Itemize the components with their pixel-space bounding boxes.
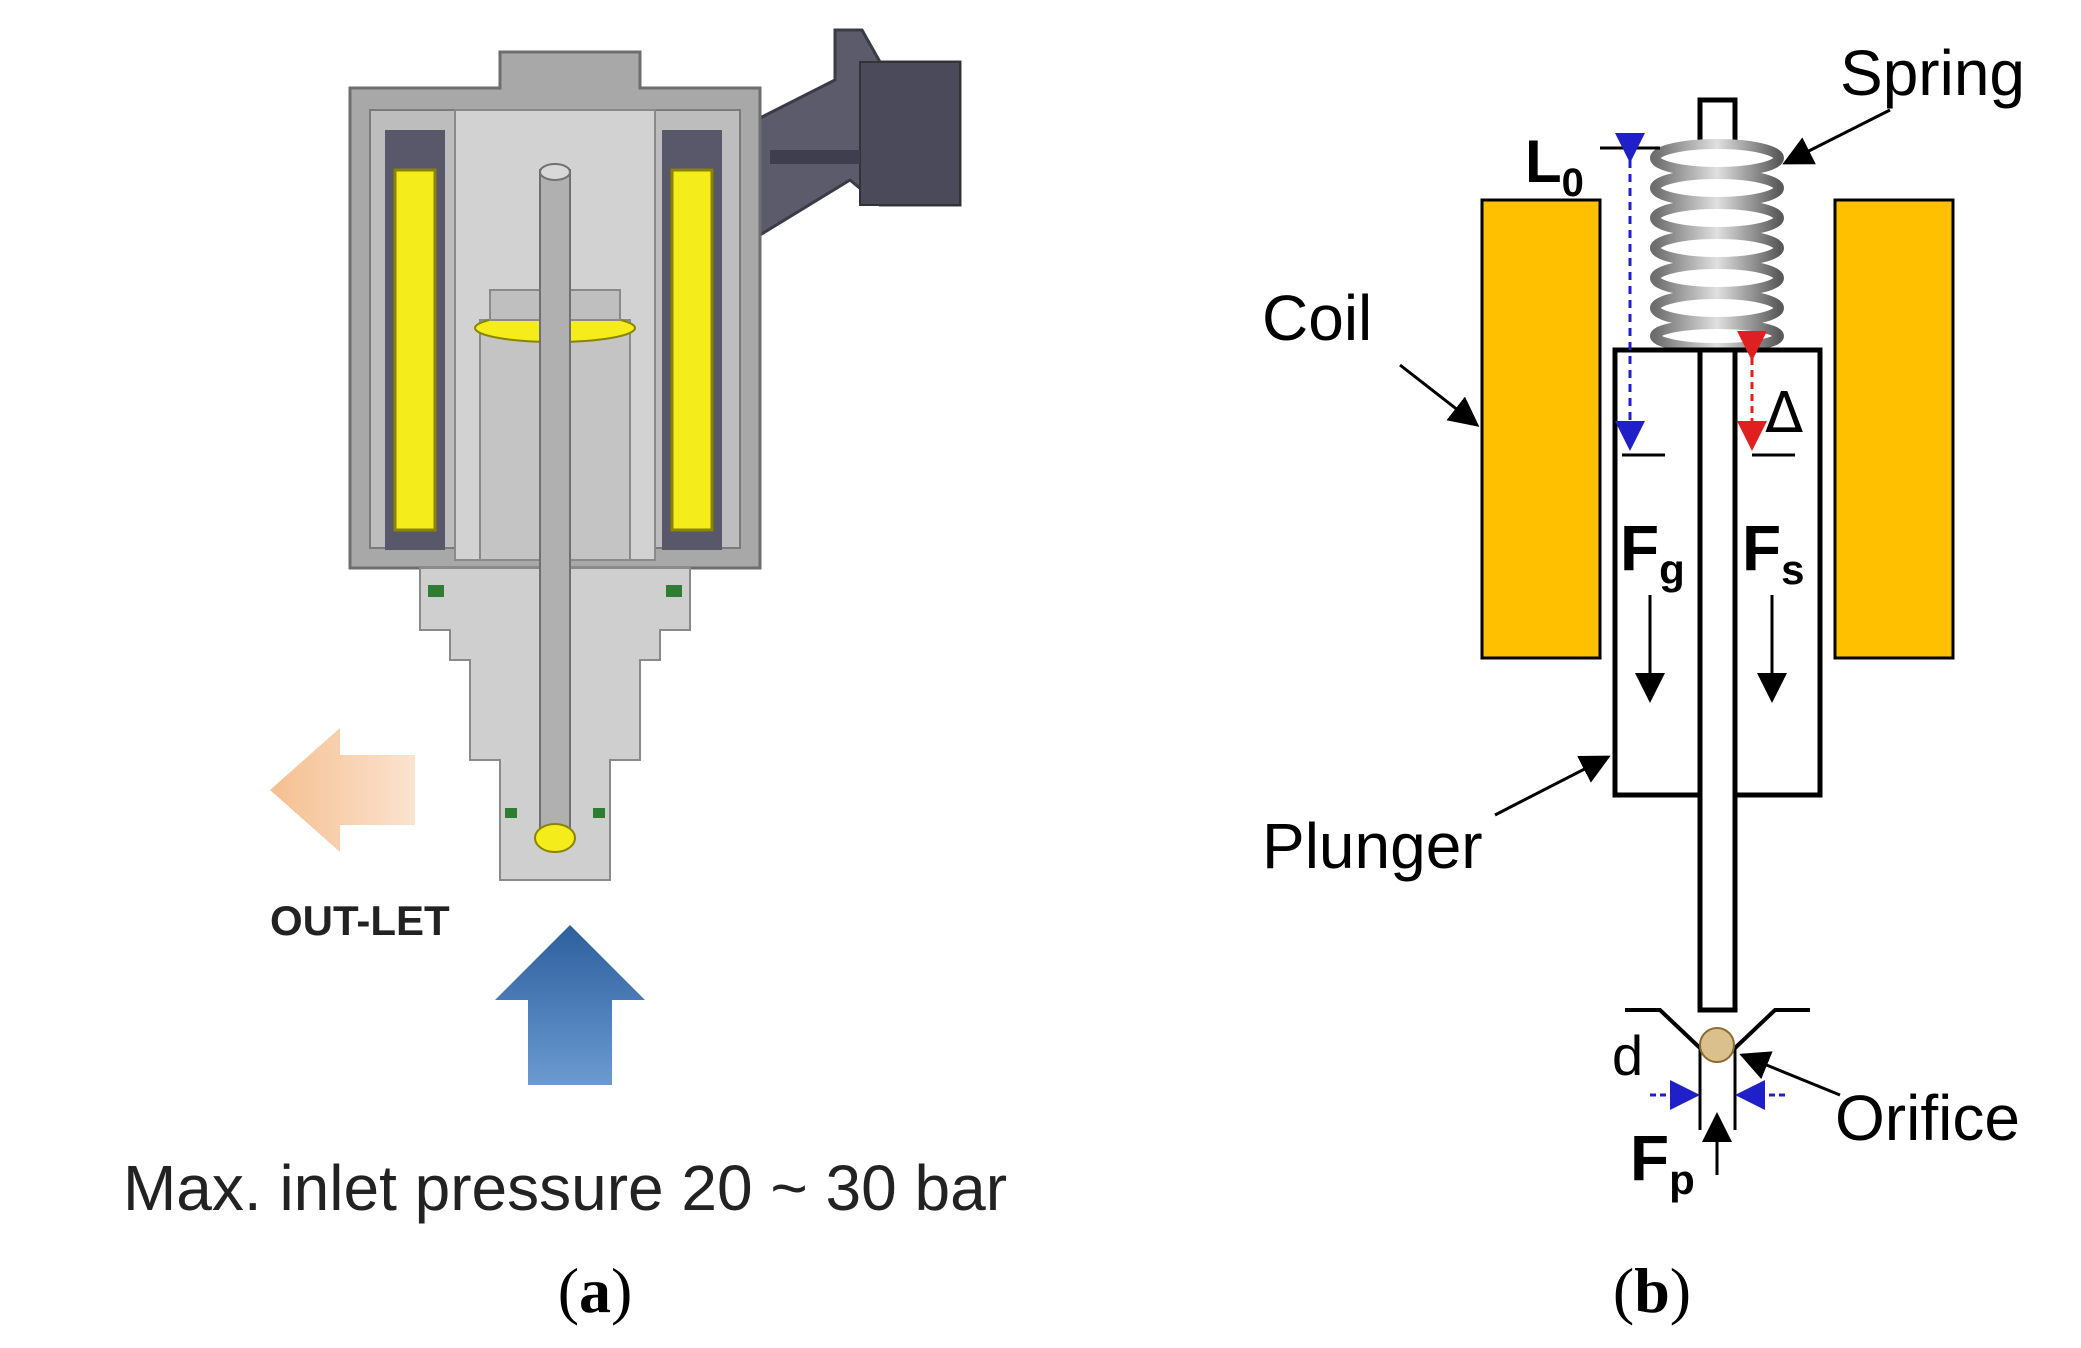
coil-label: Coil [1262, 282, 1372, 354]
d-label: d [1612, 1024, 1643, 1087]
plunger-callout [1494, 755, 1611, 817]
connector-plug [859, 61, 961, 206]
oring-nozzle-right [593, 808, 605, 818]
delta-label: Δ [1765, 381, 1803, 446]
caption-a: (a) [558, 1255, 633, 1326]
panel-a-solenoid-valve: OUT-LET Max. inlet pressure 20 ~ 30 bar … [123, 28, 1007, 1326]
outlet-arrow [270, 728, 415, 852]
outlet-label: OUT-LET [270, 897, 450, 944]
inlet-pressure-label: Max. inlet pressure 20 ~ 30 bar [123, 1152, 1007, 1224]
orifice-callout [1739, 1051, 1841, 1097]
caption-a-letter: a [579, 1255, 611, 1326]
fg-label: Fg [1620, 512, 1685, 593]
inlet-arrow [495, 925, 645, 1085]
spring-cap [1697, 97, 1738, 140]
connector-slot [770, 150, 860, 164]
caption-b: (b) [1613, 1255, 1691, 1326]
fp-label: Fp [1630, 1122, 1695, 1203]
spring-coils [1650, 139, 1784, 353]
panel-b-schematic: L0 Δ Fg Fs d Fp Spring Coil Plunger Orif… [1262, 37, 2025, 1326]
oring-left [428, 585, 444, 597]
coil-left [393, 168, 437, 532]
plunger-label: Plunger [1262, 810, 1483, 882]
valve-ball [534, 823, 576, 853]
seat-left [1625, 1008, 1702, 1050]
valve-rod [539, 169, 571, 831]
oring-nozzle-left [505, 808, 517, 818]
spring-label: Spring [1840, 37, 2025, 109]
orifice-label: Orifice [1835, 1082, 2020, 1154]
fs-label: Fs [1742, 512, 1804, 593]
coil-right-block [1833, 198, 1955, 660]
l0-label: L0 [1525, 128, 1584, 205]
plunger-rod [1697, 347, 1738, 1013]
spring-callout [1782, 108, 1891, 165]
rod-tip [539, 163, 571, 181]
oring-right [666, 585, 682, 597]
seat-right [1733, 1008, 1810, 1050]
coil-right [670, 168, 714, 532]
coil-callout [1399, 363, 1480, 427]
caption-b-letter: b [1634, 1255, 1670, 1326]
orifice-ball [1699, 1027, 1735, 1063]
coil-left-block [1480, 198, 1602, 660]
